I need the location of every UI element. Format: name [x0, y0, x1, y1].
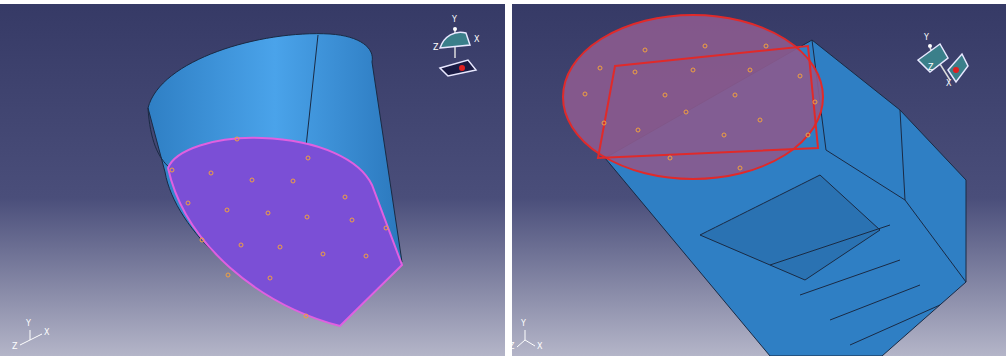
selected-edges — [598, 46, 818, 158]
axis-label: Y — [452, 16, 457, 24]
edge-line — [900, 110, 905, 200]
view-cube — [440, 27, 476, 76]
axis-label: Z — [433, 44, 438, 52]
selection-points — [583, 44, 817, 170]
selected-face — [563, 15, 823, 179]
seam-line — [305, 35, 318, 156]
edge-line — [770, 225, 940, 345]
axis-label: X — [537, 343, 542, 351]
axis-label: X — [474, 36, 479, 44]
axis-label: Z — [928, 64, 933, 72]
axis-label: Z — [12, 343, 17, 351]
view-cube — [918, 44, 968, 82]
selection-points — [170, 137, 388, 318]
axis-label: Z — [509, 343, 514, 351]
axis-label: Y — [521, 320, 526, 328]
slot-face — [700, 175, 880, 280]
axis-triad — [517, 330, 535, 347]
axis-label: X — [946, 80, 951, 88]
axis-triad — [20, 330, 42, 345]
seam-line — [148, 108, 170, 168]
axis-label: Y — [26, 320, 31, 328]
axis-label: X — [44, 329, 49, 337]
selected-face — [168, 138, 402, 326]
viewport-background — [512, 4, 1006, 356]
axis-label: Y — [924, 34, 929, 42]
viewport-background — [0, 4, 505, 356]
